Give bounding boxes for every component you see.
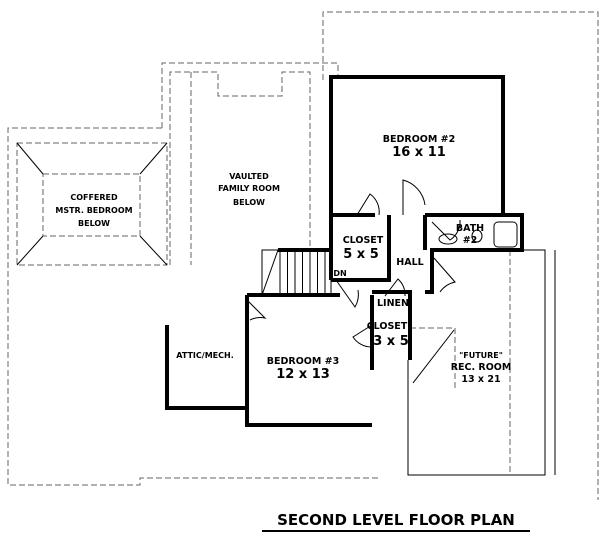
down-label: DN bbox=[333, 269, 346, 278]
svg-text:"FUTURE": "FUTURE" bbox=[459, 351, 503, 360]
svg-text:BEDROOM #2: BEDROOM #2 bbox=[383, 134, 455, 145]
walls bbox=[165, 75, 556, 476]
bedroom2-label: BEDROOM #2 16 x 11 bbox=[383, 134, 455, 160]
svg-text:MSTR. BEDROOM: MSTR. BEDROOM bbox=[55, 206, 132, 215]
svg-text:BATH: BATH bbox=[456, 223, 484, 234]
rec-room-label: "FUTURE" REC. ROOM 13 x 21 bbox=[451, 351, 512, 385]
svg-text:12 x 13: 12 x 13 bbox=[276, 367, 330, 382]
bath-fixtures bbox=[438, 221, 518, 248]
toilet-icon bbox=[471, 229, 483, 243]
bedroom3-label: BEDROOM #3 12 x 13 bbox=[267, 356, 339, 382]
svg-text:COFFERED: COFFERED bbox=[70, 193, 118, 202]
bath2-label: BATH #2 bbox=[456, 223, 484, 246]
attic-label: ATTIC/MECH. bbox=[176, 351, 233, 360]
svg-text:CLOSET: CLOSET bbox=[343, 235, 384, 246]
hall-label: HALL bbox=[396, 257, 423, 268]
vaulted-label: VAULTED FAMILY ROOM BELOW bbox=[218, 172, 280, 207]
svg-text:BELOW: BELOW bbox=[78, 219, 110, 228]
closet1-label: CLOSET 5 x 5 bbox=[343, 235, 384, 262]
svg-text:16 x 11: 16 x 11 bbox=[392, 145, 446, 160]
svg-text:5 x 5: 5 x 5 bbox=[343, 247, 379, 262]
plan-title: SECOND LEVEL FLOOR PLAN bbox=[277, 511, 515, 529]
svg-text:#2: #2 bbox=[463, 235, 478, 246]
svg-text:FAMILY ROOM: FAMILY ROOM bbox=[218, 184, 280, 193]
stairs bbox=[261, 249, 331, 296]
svg-text:REC. ROOM: REC. ROOM bbox=[451, 362, 512, 373]
svg-text:BELOW: BELOW bbox=[233, 198, 265, 207]
svg-text:BEDROOM #3: BEDROOM #3 bbox=[267, 356, 339, 367]
dashed-outlines bbox=[7, 11, 599, 500]
coffered-label: COFFERED MSTR. BEDROOM BELOW bbox=[55, 193, 132, 228]
svg-text:13 x 21: 13 x 21 bbox=[461, 374, 500, 385]
sink-icon bbox=[438, 233, 458, 245]
svg-text:VAULTED: VAULTED bbox=[229, 172, 269, 181]
linen-label: LINEN bbox=[377, 298, 409, 309]
svg-text:CLOSET: CLOSET bbox=[367, 321, 408, 332]
doors bbox=[246, 179, 461, 384]
closet2-label: CLOSET 3 x 5 bbox=[367, 321, 409, 349]
svg-text:3 x 5: 3 x 5 bbox=[373, 334, 409, 349]
